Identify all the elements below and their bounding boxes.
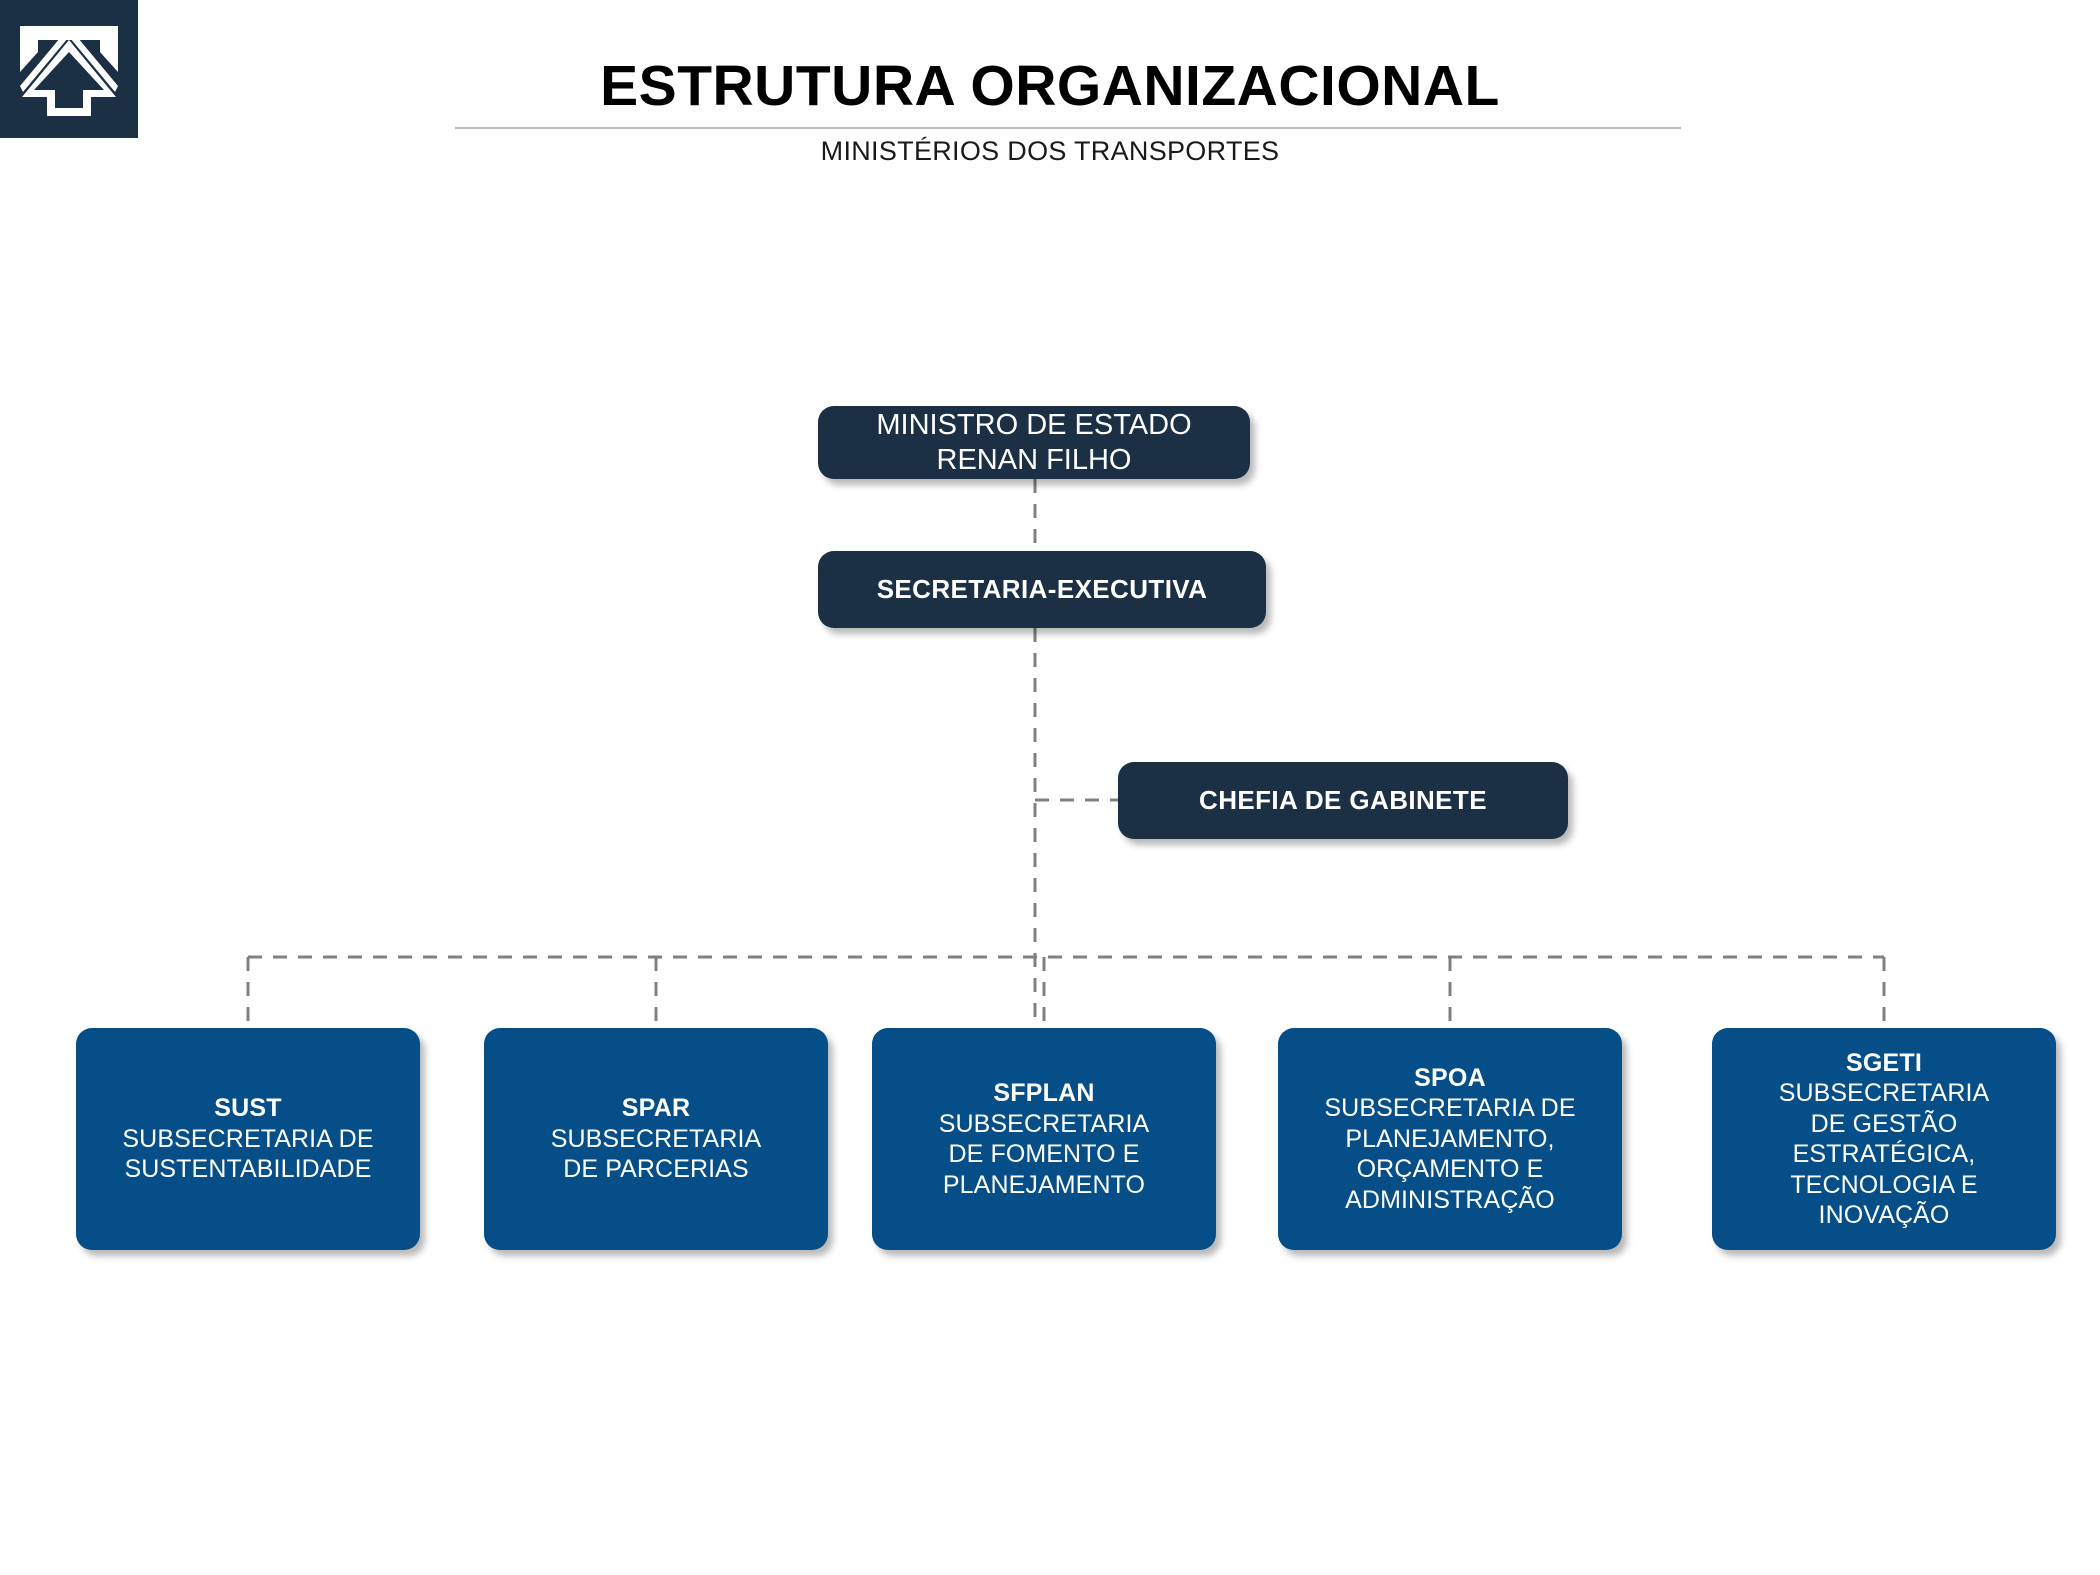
node-sgeti[interactable]: SGETI SUBSECRETARIA DE GESTÃO ESTRATÉGIC… xyxy=(1712,1028,2056,1250)
page-title: ESTRUTURA ORGANIZACIONAL xyxy=(600,54,1500,118)
node-secretaria-executiva[interactable]: SECRETARIA-EXECUTIVA xyxy=(818,551,1266,628)
node-sust[interactable]: SUST SUBSECRETARIA DE SUSTENTABILIDADE xyxy=(76,1028,420,1250)
node-chefia-de-gabinete[interactable]: CHEFIA DE GABINETE xyxy=(1118,762,1568,839)
node-minister-title: MINISTRO DE ESTADO xyxy=(876,409,1192,442)
ministry-logo xyxy=(0,0,138,138)
node-sgeti-acronym: SGETI xyxy=(1845,1048,1922,1077)
node-sfplan-description: SUBSECRETARIA DE FOMENTO E PLANEJAMENTO xyxy=(938,1109,1150,1199)
node-spoa-acronym: SPOA xyxy=(1414,1063,1486,1092)
page-subtitle: MINISTÉRIOS DOS TRANSPORTES xyxy=(820,136,1280,166)
node-ministro-de-estado[interactable]: MINISTRO DE ESTADO RENAN FILHO xyxy=(818,406,1250,479)
node-sfplan[interactable]: SFPLAN SUBSECRETARIA DE FOMENTO E PLANEJ… xyxy=(872,1028,1216,1250)
node-spar-acronym: SPAR xyxy=(621,1094,691,1123)
node-spoa[interactable]: SPOA SUBSECRETARIA DE PLANEJAMENTO, ORÇA… xyxy=(1278,1028,1622,1250)
node-spar[interactable]: SPAR SUBSECRETARIA DE PARCERIAS xyxy=(484,1028,828,1250)
node-sust-acronym: SUST xyxy=(214,1094,282,1123)
node-spar-description: SUBSECRETARIA DE PARCERIAS xyxy=(550,1124,762,1184)
node-sgeti-description: SUBSECRETARIA DE GESTÃO ESTRATÉGICA, TEC… xyxy=(1778,1079,1990,1229)
node-sfplan-acronym: SFPLAN xyxy=(993,1079,1095,1107)
node-secretaria-title: SECRETARIA-EXECUTIVA xyxy=(876,574,1208,604)
ministry-arrow-logo-icon xyxy=(20,26,118,116)
node-sust-description: SUBSECRETARIA DE SUSTENTABILIDADE xyxy=(122,1124,374,1184)
node-minister-person: RENAN FILHO xyxy=(936,443,1132,476)
node-chefia-title: CHEFIA DE GABINETE xyxy=(1199,785,1487,815)
header-divider xyxy=(455,127,1681,129)
node-spoa-description: SUBSECRETARIA DE PLANEJAMENTO, ORÇAMENTO… xyxy=(1324,1094,1576,1214)
